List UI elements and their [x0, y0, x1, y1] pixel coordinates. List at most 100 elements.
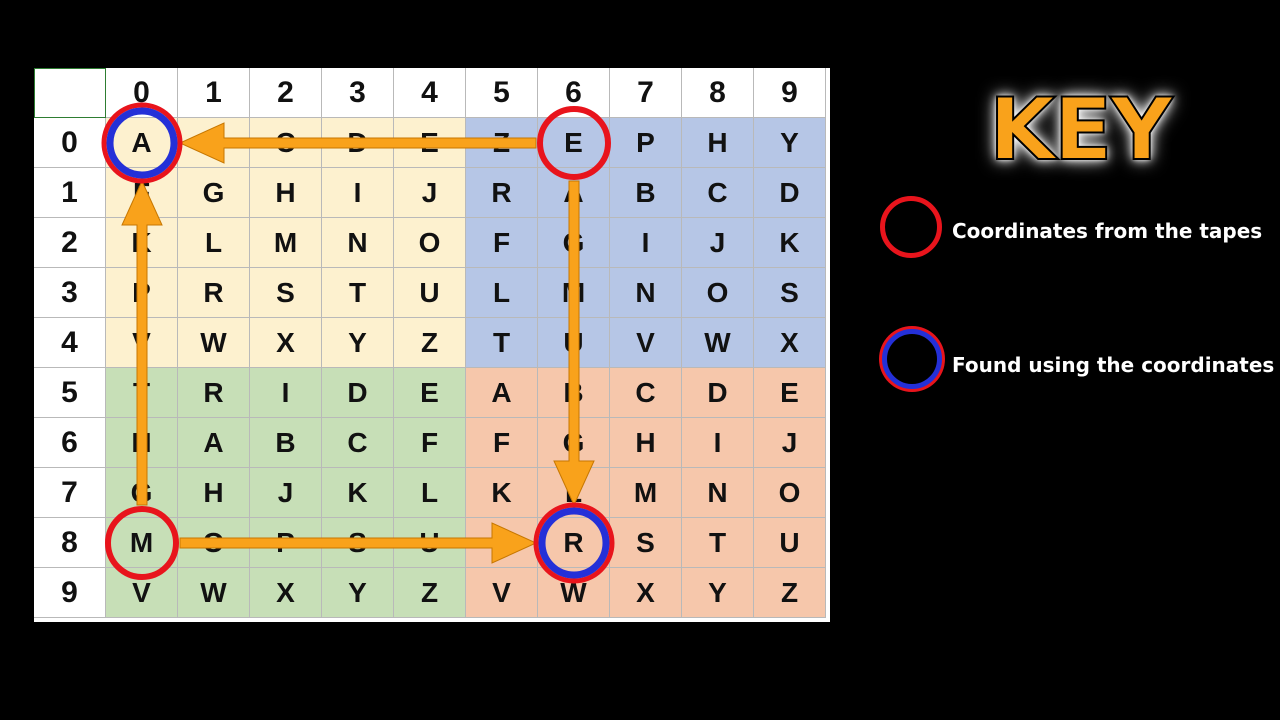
column-header: 9 [754, 68, 826, 118]
grid-cell: H [250, 168, 322, 218]
grid-cell: L [178, 218, 250, 268]
arrow [179, 522, 538, 564]
grid-cell: C [610, 368, 682, 418]
grid-cell: H [178, 468, 250, 518]
grid-cell: C [682, 168, 754, 218]
grid-cell: Y [322, 318, 394, 368]
grid-cell: D [322, 368, 394, 418]
arrow [178, 122, 537, 164]
grid-corner [34, 68, 106, 118]
grid-cell: Y [754, 118, 826, 168]
column-header: 7 [610, 68, 682, 118]
grid-cell: C [322, 418, 394, 468]
grid-cell: A [466, 368, 538, 418]
grid-cell: Z [754, 568, 826, 618]
grid-cell: I [250, 368, 322, 418]
grid-cell: W [178, 568, 250, 618]
grid-cell: X [610, 568, 682, 618]
row-header: 5 [34, 368, 106, 418]
grid-cell: G [178, 168, 250, 218]
grid-cell: X [250, 568, 322, 618]
grid-cell: O [754, 468, 826, 518]
grid-cell: M [250, 218, 322, 268]
grid-cell: O [394, 218, 466, 268]
grid-cell: I [610, 218, 682, 268]
grid-cell: R [466, 168, 538, 218]
tape-coordinate-ring [105, 506, 179, 580]
grid-cell: J [754, 418, 826, 468]
grid-cell: M [610, 468, 682, 518]
grid-cell: M [106, 518, 178, 568]
grid-cell: E [394, 368, 466, 418]
row-header: 6 [34, 418, 106, 468]
grid-cell: E [538, 118, 610, 168]
grid-cell: T [466, 318, 538, 368]
grid-cell: O [682, 268, 754, 318]
grid-cell: J [250, 468, 322, 518]
grid-cell: N [610, 268, 682, 318]
found-ring-outer [101, 102, 183, 184]
row-header: 7 [34, 468, 106, 518]
row-header: 8 [34, 518, 106, 568]
grid-cell: S [754, 268, 826, 318]
row-header: 9 [34, 568, 106, 618]
grid-cell: W [682, 318, 754, 368]
grid-cell: U [394, 268, 466, 318]
grid-cell: U [754, 518, 826, 568]
grid-cell: V [610, 318, 682, 368]
tape-coordinate-ring [537, 106, 611, 180]
grid-cell: N [322, 218, 394, 268]
column-header: 1 [178, 68, 250, 118]
grid-cell: B [250, 418, 322, 468]
row-header: 1 [34, 168, 106, 218]
grid-cell: S [250, 268, 322, 318]
grid-cell: Z [394, 318, 466, 368]
column-header: 2 [250, 68, 322, 118]
grid-cell: R [178, 368, 250, 418]
grid-cell: I [322, 168, 394, 218]
grid-cell: K [322, 468, 394, 518]
grid-cell: H [682, 118, 754, 168]
row-header: 0 [34, 118, 106, 168]
grid-cell: X [754, 318, 826, 368]
grid-cell: F [394, 418, 466, 468]
grid-cell: P [610, 118, 682, 168]
grid-cell: T [682, 518, 754, 568]
blue-red-circle-icon [882, 329, 942, 389]
grid-cell: K [754, 218, 826, 268]
grid-cell: I [682, 418, 754, 468]
grid-cell: D [754, 168, 826, 218]
grid-cell: E [754, 368, 826, 418]
found-ring [106, 107, 178, 179]
legend-label-found: Found using the coordinates [952, 353, 1275, 377]
grid-cell: K [466, 468, 538, 518]
row-header: 3 [34, 268, 106, 318]
grid-cell: N [682, 468, 754, 518]
row-header: 2 [34, 218, 106, 268]
found-ring-outer [533, 502, 615, 584]
grid-cell: A [178, 418, 250, 468]
grid-cell: F [466, 218, 538, 268]
grid-cell: L [466, 268, 538, 318]
legend-label-tapes: Coordinates from the tapes [952, 219, 1263, 243]
column-header: 5 [466, 68, 538, 118]
grid-cell: F [466, 418, 538, 468]
column-header: 8 [682, 68, 754, 118]
grid-cell: R [178, 268, 250, 318]
arrow [553, 180, 595, 507]
grid-cell: L [394, 468, 466, 518]
grid-cell: Z [394, 568, 466, 618]
column-header: 3 [322, 68, 394, 118]
grid-cell: J [682, 218, 754, 268]
grid-cell: D [682, 368, 754, 418]
column-header: 4 [394, 68, 466, 118]
grid-cell: H [610, 418, 682, 468]
grid-cell: X [250, 318, 322, 368]
grid-cell: Y [682, 568, 754, 618]
grid-cell: B [610, 168, 682, 218]
arrow [121, 179, 163, 506]
red-circle-icon [880, 196, 942, 258]
row-header: 4 [34, 318, 106, 368]
grid-cell: Y [322, 568, 394, 618]
